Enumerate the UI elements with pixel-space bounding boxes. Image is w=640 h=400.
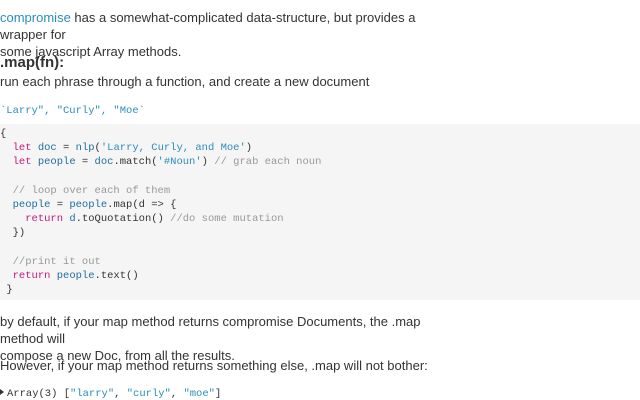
console-result[interactable]: Array(3) ["larry", "curly", "moe"] (0, 388, 221, 400)
inline-code-example: `Larry", "Curly", "Moe` (0, 105, 145, 117)
para1-line1: by default, if your map method returns c… (0, 314, 421, 346)
code-line: //print it out (12, 255, 101, 268)
code-line: people = people.map(d => { (12, 198, 177, 211)
code-line (0, 170, 640, 184)
code-line: return d.toQuotation() //do some mutatio… (25, 213, 284, 226)
compromise-link[interactable]: compromise (0, 10, 71, 25)
result-item: "moe" (183, 388, 215, 400)
result-item: "curly" (126, 388, 171, 400)
code-line: // loop over each of them (12, 184, 171, 197)
result-item: "larry" (70, 388, 115, 400)
code-line: { (0, 128, 7, 140)
code-line: let doc = nlp('Larry, Curly, and Moe') (12, 142, 253, 155)
code-line: }) (12, 227, 26, 240)
default-behavior-paragraph: by default, if your map method returns c… (0, 313, 450, 364)
intro-text-2: some javascript Array methods. (0, 44, 182, 59)
method-title: .map(fn): (0, 54, 65, 71)
result-prefix: Array(3) [ (7, 388, 71, 400)
other-return-paragraph: However, if your map method returns some… (0, 358, 428, 373)
method-description: run each phrase through a function, and … (0, 74, 370, 89)
code-block[interactable]: { let doc = nlp('Larry, Curly, and Moe')… (0, 124, 640, 300)
code-line: let people = doc.match('#Noun') // grab … (12, 156, 322, 169)
intro-text-1: has a somewhat-complicated data-structur… (0, 10, 416, 42)
expand-triangle-icon[interactable] (0, 389, 4, 395)
code-line (0, 241, 640, 255)
code-line: return people.text() (12, 269, 139, 282)
code-line: } (6, 284, 13, 297)
para1-line2: compose a new Doc, from all the results. (0, 348, 235, 363)
result-suffix: ] (214, 388, 222, 400)
intro-paragraph: compromise has a somewhat-complicated da… (0, 9, 450, 60)
